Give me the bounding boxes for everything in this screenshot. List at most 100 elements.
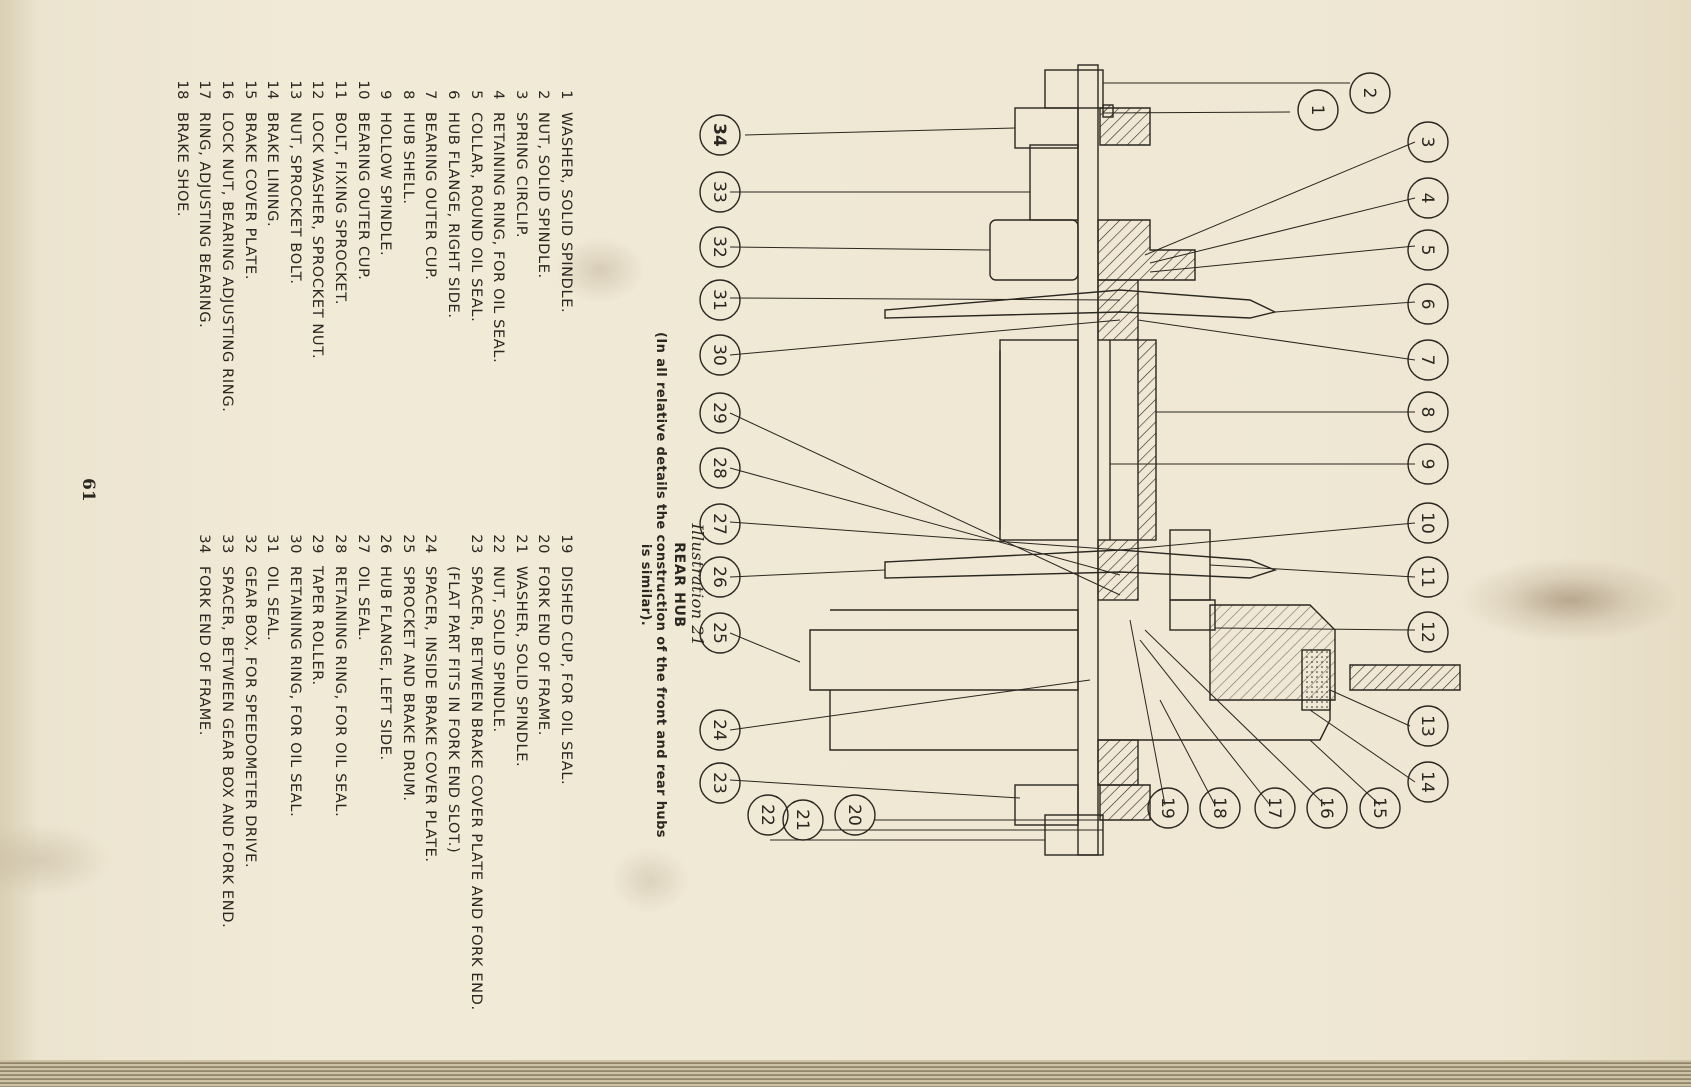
callout-5: 5 bbox=[1407, 229, 1449, 271]
part-description: NUT, SOLID SPINDLE. bbox=[535, 112, 553, 279]
part-description: BEARING OUTER CUP. bbox=[354, 112, 372, 281]
part-number: 29 bbox=[309, 534, 327, 554]
part-number: 1 bbox=[558, 90, 575, 100]
part-description: SPROCKET AND BRAKE DRUM. bbox=[399, 566, 417, 802]
part-number: 14 bbox=[264, 80, 282, 100]
callout-24: 24 bbox=[699, 709, 741, 751]
part-number: 9 bbox=[377, 90, 395, 100]
callout-28: 28 bbox=[699, 447, 741, 489]
svg-text:13: 13 bbox=[1417, 715, 1437, 737]
part-number: 18 bbox=[173, 80, 191, 100]
svg-text:12: 12 bbox=[1417, 621, 1437, 643]
part-number: 28 bbox=[332, 534, 350, 554]
illustration-note: (In all relative details the constructio… bbox=[638, 332, 668, 838]
part-description: RETAINING RING, FOR OIL SEAL. bbox=[332, 566, 350, 818]
page-number: 61 bbox=[78, 478, 98, 502]
svg-text:11: 11 bbox=[1417, 566, 1437, 588]
part-description: RETAINING RING, FOR OIL SEAL. bbox=[490, 112, 508, 364]
svg-text:33: 33 bbox=[709, 181, 729, 203]
callout-6: 6 bbox=[1407, 283, 1449, 325]
callout-13: 13 bbox=[1407, 705, 1449, 747]
rear-hub-diagram: 1 2 3 4 5 6 7 8 9 10 11 12 13 14 15 16 1… bbox=[699, 64, 1461, 856]
svg-text:8: 8 bbox=[1417, 407, 1437, 418]
callout-32: 32 bbox=[699, 226, 741, 268]
part-number: 2 bbox=[535, 90, 553, 100]
part-number: 4 bbox=[490, 90, 508, 100]
part-number: 31 bbox=[264, 534, 282, 554]
illustration-caption: Illustration 21 REAR HUB (In all relativ… bbox=[638, 325, 707, 845]
part-number: 25 bbox=[399, 534, 417, 554]
part-description: HUB FLANGE, RIGHT SIDE. bbox=[445, 112, 463, 319]
part-description: DISHED CUP, FOR OIL SEAL. bbox=[558, 566, 575, 786]
svg-text:22: 22 bbox=[757, 804, 777, 826]
part-number: 8 bbox=[399, 90, 417, 100]
part-number: 11 bbox=[332, 80, 350, 100]
part-description: FORK END OF FRAME. bbox=[196, 566, 214, 736]
svg-text:25: 25 bbox=[709, 622, 729, 644]
part-description: HUB FLANGE, LEFT SIDE. bbox=[377, 566, 395, 761]
part-description: BEARING OUTER CUP. bbox=[422, 112, 440, 281]
part-description: OIL SEAL. bbox=[264, 566, 282, 642]
part-description: COLLAR, ROUND OIL SEAL. bbox=[467, 112, 485, 323]
svg-text:6: 6 bbox=[1417, 299, 1437, 310]
svg-text:5: 5 bbox=[1417, 245, 1437, 256]
part-number: 34 bbox=[196, 534, 214, 554]
callout-2: 2 bbox=[1349, 72, 1391, 114]
part-number: 26 bbox=[377, 534, 395, 554]
part-number: 33 bbox=[219, 534, 237, 554]
part-description: HUB SHELL. bbox=[399, 112, 417, 205]
svg-text:15: 15 bbox=[1369, 797, 1389, 819]
svg-text:24: 24 bbox=[709, 719, 729, 741]
callout-11: 11 bbox=[1407, 556, 1449, 598]
part-number: 10 bbox=[354, 80, 372, 100]
svg-text:9: 9 bbox=[1417, 459, 1437, 470]
svg-text:3: 3 bbox=[1417, 137, 1437, 148]
callout-7: 7 bbox=[1407, 339, 1449, 381]
callout-9: 9 bbox=[1407, 443, 1449, 485]
callout-3: 3 bbox=[1407, 121, 1449, 163]
part-description: GEAR BOX, FOR SPEEDOMETER DRIVE. bbox=[241, 566, 259, 869]
callout-23: 23 bbox=[699, 762, 741, 804]
part-number: 13 bbox=[286, 80, 304, 100]
callout-29: 29 bbox=[699, 392, 741, 434]
svg-text:1: 1 bbox=[1307, 105, 1327, 116]
callout-15: 15 bbox=[1359, 787, 1401, 829]
svg-text:16: 16 bbox=[1316, 797, 1336, 819]
svg-text:31: 31 bbox=[709, 289, 729, 311]
part-description: BRAKE LINING. bbox=[264, 112, 282, 228]
part-description: NUT, SPROCKET BOLT. bbox=[286, 112, 304, 285]
part-number: 27 bbox=[354, 534, 372, 554]
part-number: 30 bbox=[286, 534, 304, 554]
svg-text:32: 32 bbox=[709, 236, 729, 258]
part-description: RING, ADJUSTING BEARING. bbox=[196, 112, 214, 329]
callout-27: 27 bbox=[699, 503, 741, 545]
svg-text:28: 28 bbox=[709, 457, 729, 479]
part-description: LOCK NUT, BEARING ADJUSTING RING. bbox=[219, 112, 237, 413]
svg-text:2: 2 bbox=[1359, 88, 1379, 99]
part-number: 15 bbox=[241, 80, 259, 100]
part-description: LOCK WASHER, SPROCKET NUT. bbox=[309, 112, 327, 360]
svg-text:21: 21 bbox=[792, 809, 812, 831]
part-description: SPACER, BETWEEN BRAKE COVER PLATE AND FO… bbox=[445, 566, 485, 1011]
svg-text:20: 20 bbox=[844, 804, 864, 826]
part-description: SPACER, BETWEEN GEAR BOX AND FORK END. bbox=[219, 566, 237, 929]
svg-text:29: 29 bbox=[709, 402, 729, 424]
part-description: FORK END OF FRAME. bbox=[535, 566, 553, 736]
